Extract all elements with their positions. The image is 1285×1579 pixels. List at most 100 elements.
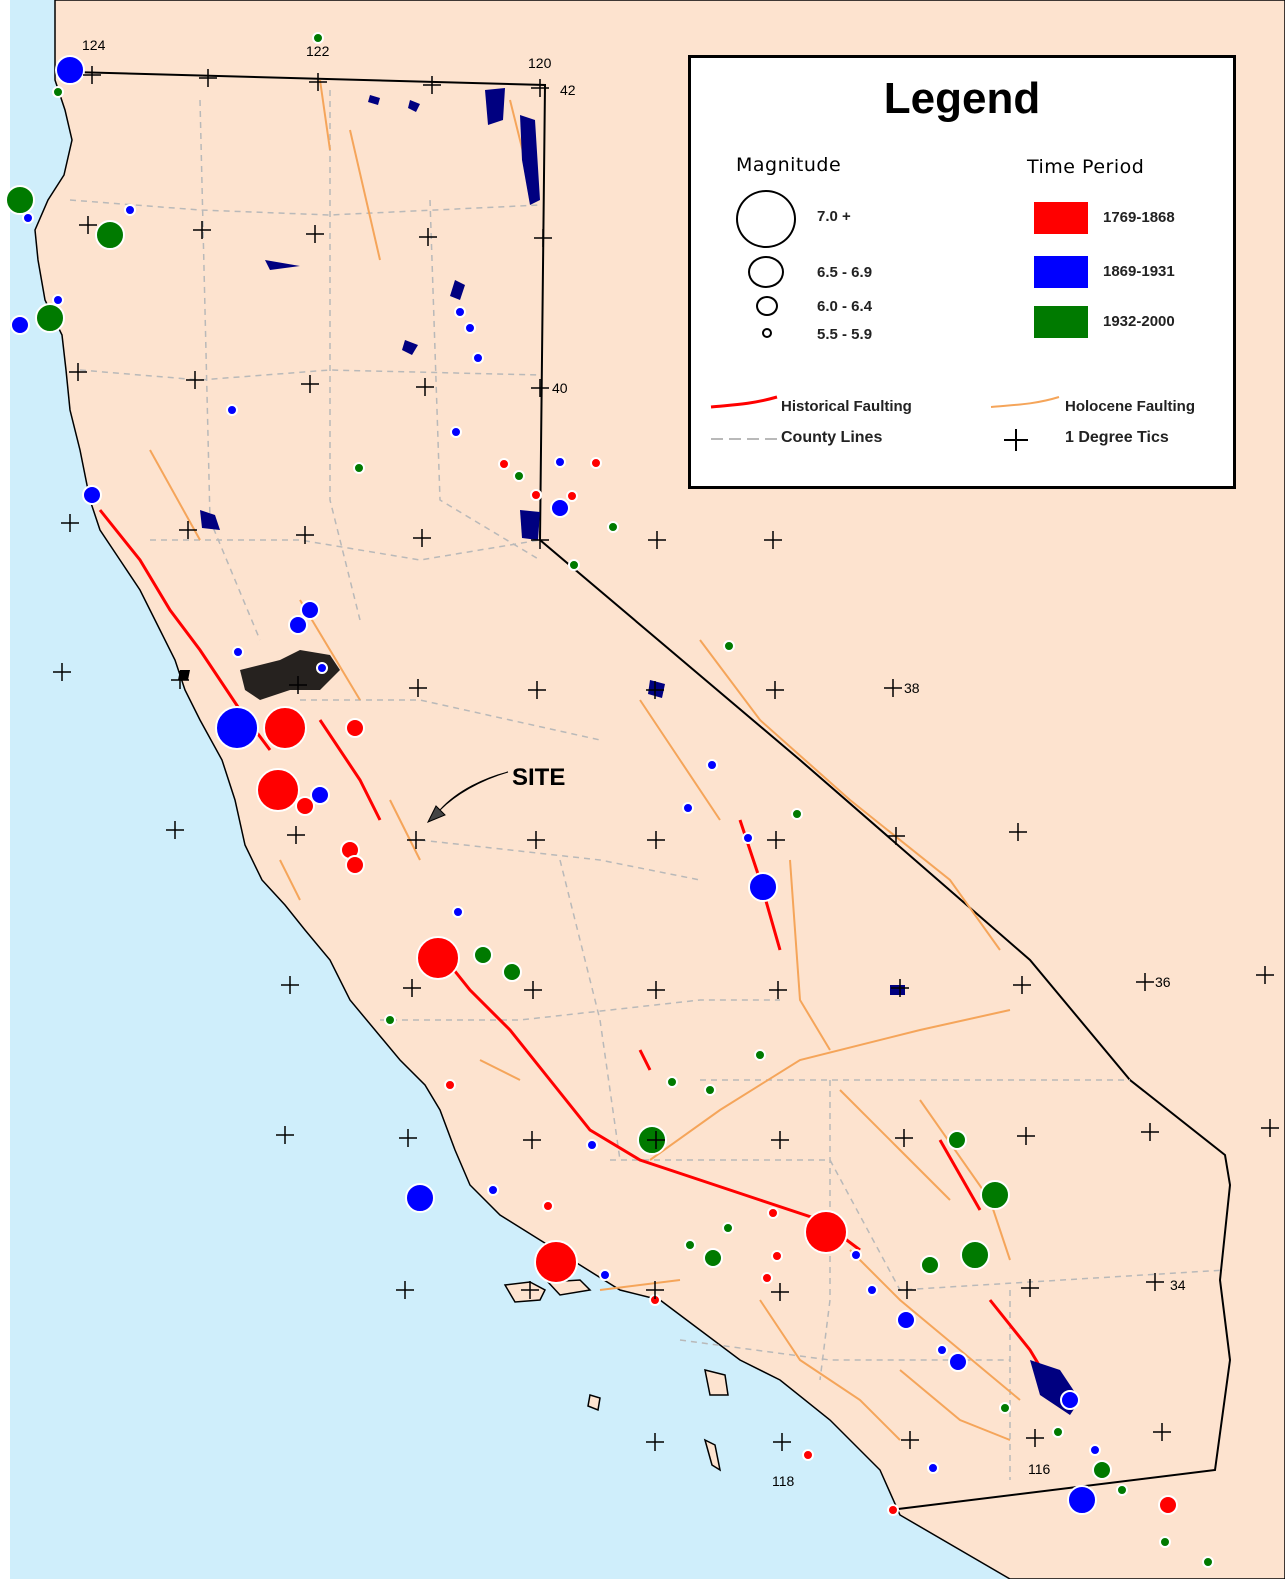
epicenter-20 (316, 662, 328, 674)
degree-tic-61 (1021, 1279, 1039, 1297)
epicenter-47 (947, 1130, 967, 1150)
degree-tic-3 (423, 76, 441, 94)
epicenter-2 (22, 212, 34, 224)
degree-tic-13 (416, 378, 434, 396)
degree-tic-45 (1136, 973, 1154, 991)
site-arrow (426, 771, 509, 823)
epicenter-78 (550, 498, 570, 518)
degree-tic-44 (1013, 976, 1031, 994)
degree-tic-60 (898, 1281, 916, 1299)
degree-tic-53 (1017, 1127, 1035, 1145)
epicenter-46 (980, 1180, 1010, 1210)
epicenter-84 (312, 32, 324, 44)
epicenter-49 (948, 1352, 968, 1372)
degree-tic-41 (647, 981, 665, 999)
degree-tic-63 (646, 1433, 664, 1451)
degree-tic-59 (771, 1283, 789, 1301)
epicenter-77 (530, 489, 542, 501)
epicenter-23 (502, 962, 522, 982)
degree-tic-11 (186, 371, 204, 389)
epicenter-79 (566, 490, 578, 502)
epicenter-88 (1159, 1536, 1171, 1548)
epicenter-66 (723, 640, 735, 652)
period-label-1869: 1869-1931 (1103, 263, 1175, 280)
degree-tic-19 (531, 531, 549, 549)
degree-tic-35 (767, 831, 785, 849)
epicenter-74 (590, 457, 602, 469)
epicenter-37 (767, 1207, 779, 1219)
epicenter-34 (722, 1222, 734, 1234)
epicenter-83 (599, 1269, 611, 1281)
epicenter-12 (295, 796, 315, 816)
degree-tic-2 (309, 73, 327, 91)
tic-sample (1004, 429, 1028, 451)
degree-tic-10 (69, 363, 87, 381)
epicenter-41 (850, 1249, 862, 1261)
epicenter-38 (761, 1272, 773, 1284)
degree-tic-65 (901, 1431, 919, 1449)
epicenter-67 (791, 808, 803, 820)
epicenter-6 (35, 303, 65, 333)
epicenter-42 (866, 1284, 878, 1296)
degree-tic-15 (61, 514, 79, 532)
degree-tic-27 (646, 681, 664, 699)
degree-tic-0 (83, 66, 101, 84)
epicenter-8 (82, 485, 102, 505)
epicenter-68 (454, 306, 466, 318)
degree-tic-34 (647, 831, 665, 849)
degree-tic-66 (1026, 1429, 1044, 1447)
epicenter-7 (52, 294, 64, 306)
degree-tic-62 (1146, 1273, 1164, 1291)
degree-tic-20 (648, 531, 666, 549)
epicenter-13 (310, 785, 330, 805)
epicenter-5 (10, 315, 30, 335)
degree-tic-28 (766, 681, 784, 699)
tic-label-36: 36 (1155, 974, 1171, 990)
tic-label-116: 116 (1028, 1461, 1051, 1477)
magnitude-header: Magnitude (736, 154, 842, 176)
epicenter-63 (742, 832, 754, 844)
epicenter-25 (384, 1014, 396, 1026)
degree-tic-57 (521, 1281, 539, 1299)
epicenter-40 (804, 1210, 848, 1254)
degree-tic-55 (1261, 1119, 1279, 1137)
epicenter-87 (487, 1184, 499, 1196)
degree-tic-39 (403, 979, 421, 997)
epicenter-70 (472, 352, 484, 364)
degree-tic-14 (531, 379, 549, 397)
magnitude-ring-6 (756, 296, 778, 316)
magnitude-ring-7 (736, 190, 796, 248)
epicenter-61 (754, 1049, 766, 1061)
epicenter-60 (802, 1449, 814, 1461)
magnitude-label-7: 7.0 + (817, 208, 851, 225)
tic-label-40: 40 (552, 380, 568, 396)
epicenter-65 (682, 802, 694, 814)
legend-box: Legend Magnitude Time Period 7.0 + 6.5 -… (688, 55, 1236, 489)
epicenter-30 (586, 1139, 598, 1151)
epicenter-10 (263, 706, 307, 750)
degree-tic-9 (534, 229, 552, 247)
degree-tic-67 (1153, 1423, 1171, 1441)
degree-tic-25 (409, 679, 427, 697)
degree-tic-29 (884, 679, 902, 697)
epicenter-16 (345, 855, 365, 875)
degree-tic-5 (79, 216, 97, 234)
epicenter-17 (300, 600, 320, 620)
epicenter-48 (936, 1344, 948, 1356)
county-line-sample (711, 438, 777, 440)
magnitude-ring-5-5 (762, 328, 772, 338)
epicenter-0 (55, 55, 85, 85)
epicenter-54 (1092, 1460, 1112, 1480)
epicenter-75 (513, 470, 525, 482)
degree-tic-32 (407, 831, 425, 849)
degree-tic-8 (419, 228, 437, 246)
epicenter-24 (452, 906, 464, 918)
degree-tic-36 (887, 827, 905, 845)
epicenter-55 (1067, 1485, 1097, 1515)
degree-tic-33 (527, 831, 545, 849)
epicenter-35 (684, 1239, 696, 1251)
degree-tic-47 (276, 1126, 294, 1144)
epicenter-89 (1202, 1556, 1214, 1568)
epicenter-29 (542, 1200, 554, 1212)
degree-tic-24 (289, 676, 307, 694)
